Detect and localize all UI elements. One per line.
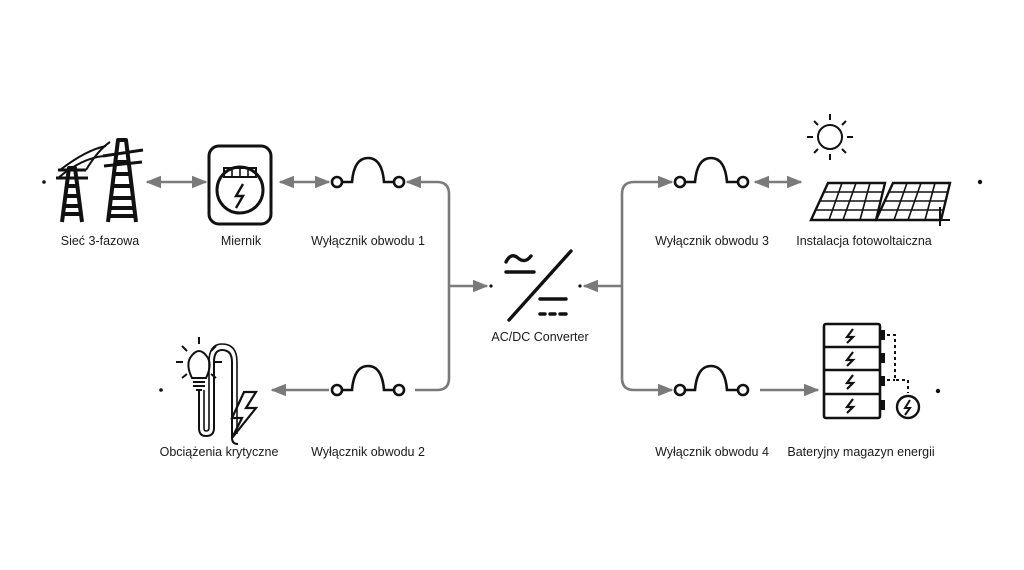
- breaker2-bus-connector: [415, 286, 451, 392]
- bus-breaker4-connector: [620, 286, 674, 397]
- grid-label: Sieć 3-fazowa: [60, 234, 140, 248]
- breaker3-icon: [673, 156, 750, 189]
- breaker1-bus-connector: [405, 175, 451, 286]
- endpoint-dot: [489, 284, 493, 288]
- battery-storage-icon: [822, 322, 941, 420]
- electric-meter-icon: [207, 144, 273, 226]
- battery-label: Bateryjny magazyn energii: [787, 445, 935, 459]
- endpoint-dot: [42, 180, 46, 184]
- pv-label: Instalacja fotowoltaiczna: [796, 234, 932, 248]
- converter-label: AC/DC Converter: [491, 330, 589, 344]
- endpoint-dot: [977, 179, 983, 185]
- loads-label: Obciążenia krytyczne: [159, 445, 279, 459]
- solar-panel-icon: [809, 181, 952, 226]
- breaker4-icon: [673, 364, 750, 397]
- breaker3-label: Wyłącznik obwodu 3: [655, 234, 769, 248]
- sun-icon: [807, 114, 853, 160]
- lightbulb-lightning-icon: [176, 337, 259, 445]
- breaker2-label: Wyłącznik obwodu 2: [311, 445, 425, 459]
- bus-breaker3-connector: [620, 175, 674, 286]
- ac-dc-converter-icon: [504, 249, 573, 322]
- endpoint-dot: [578, 284, 582, 288]
- breaker4-label: Wyłącznik obwodu 4: [655, 445, 769, 459]
- connection-lines: [145, 175, 820, 397]
- breaker1-label: Wyłącznik obwodu 1: [311, 234, 425, 248]
- breaker2-icon: [330, 364, 406, 397]
- meter-label: Miernik: [220, 234, 262, 248]
- endpoint-dot: [159, 388, 163, 392]
- breaker1-icon: [330, 156, 406, 189]
- power-pylon-icon: [56, 138, 144, 223]
- endpoint-dots: [42, 179, 983, 392]
